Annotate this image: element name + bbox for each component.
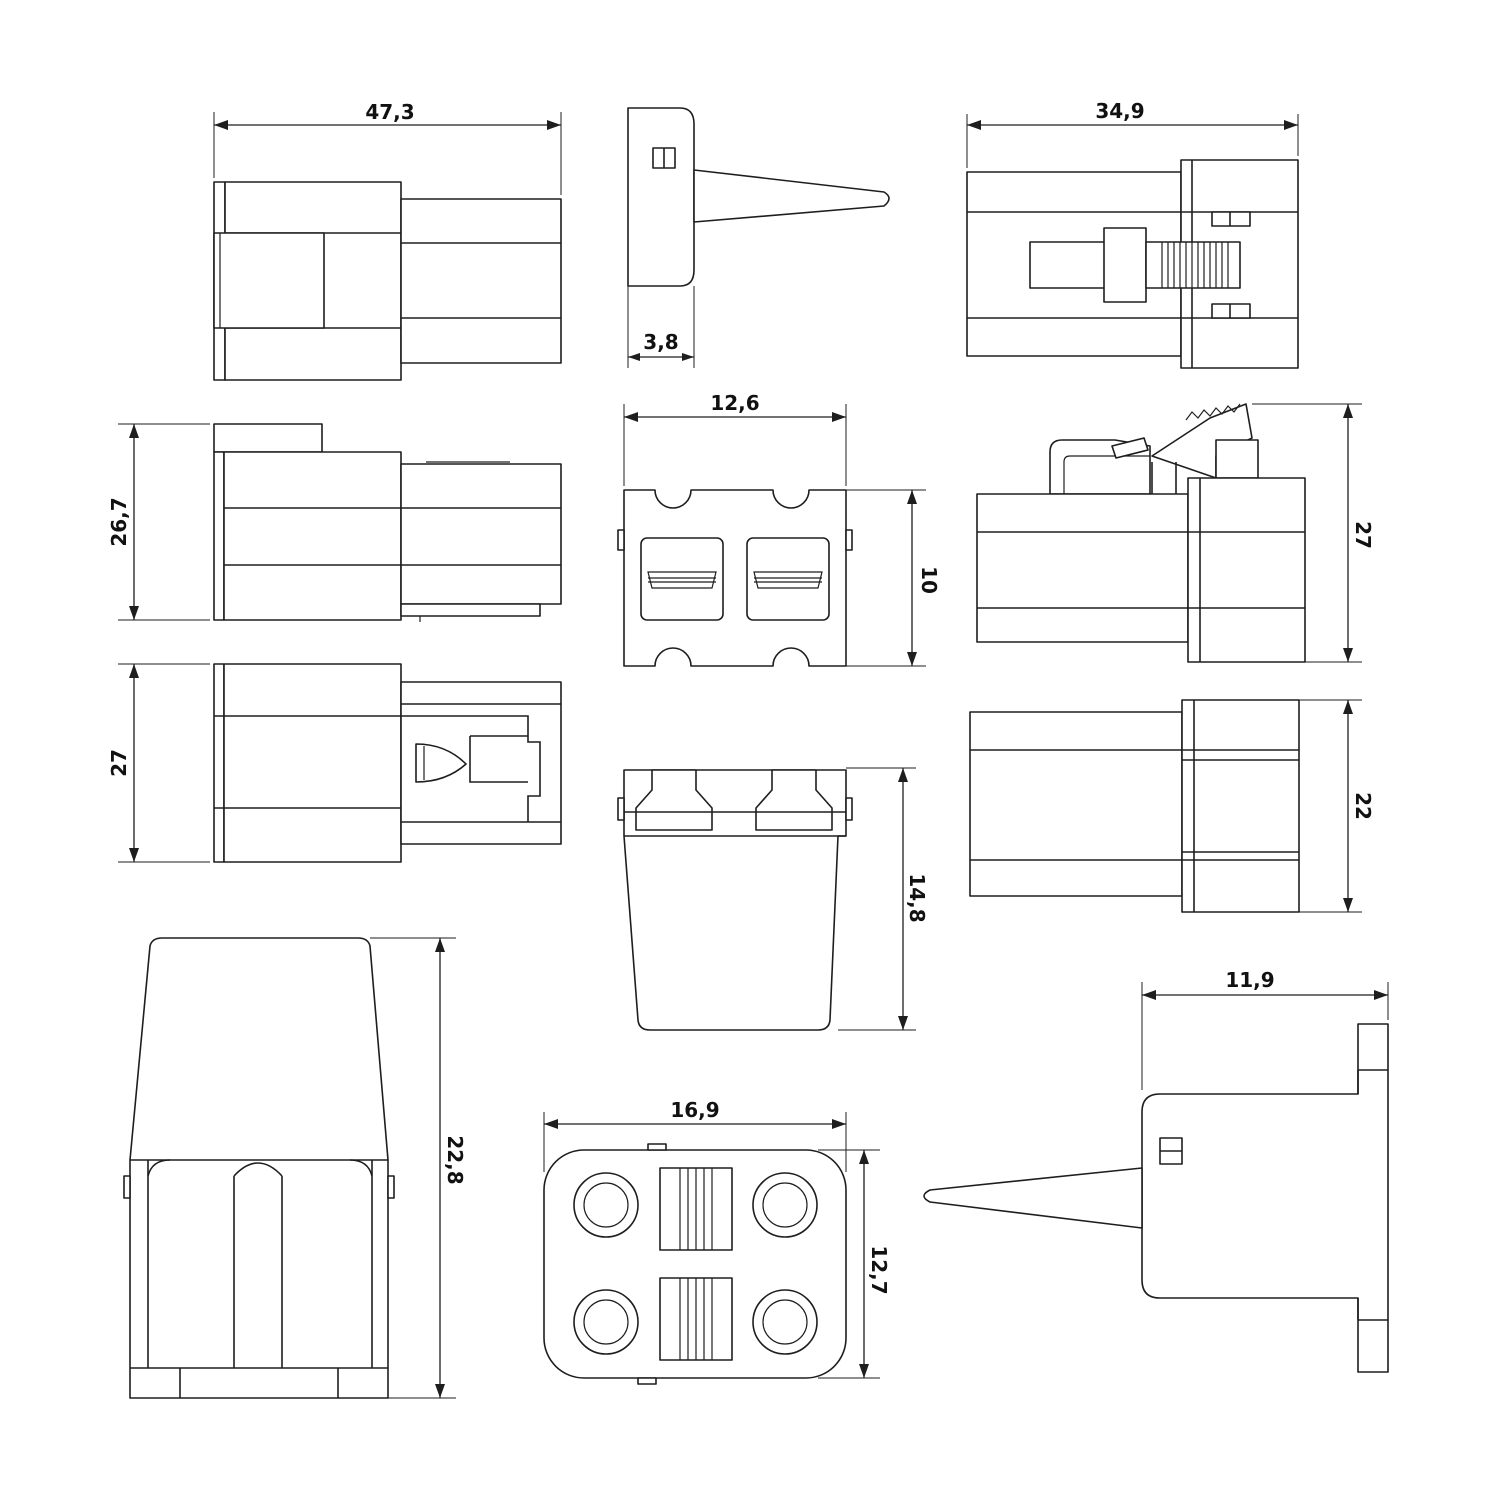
dim-bottom-right-width: 11,9: [1141, 968, 1389, 1090]
dim-bottom-center-width: 16,9: [543, 1098, 847, 1172]
dim-mid-left-height: 26,7: [107, 423, 210, 621]
view-edge-top-middle: [627, 107, 890, 287]
dim-label-27-right: 27: [1351, 521, 1375, 549]
dim-label-14-8: 14,8: [905, 873, 929, 922]
dim-mid-right-height: 27: [1252, 403, 1375, 663]
dim-bottom-left-height: 22,8: [370, 937, 467, 1399]
latch-ribs: [1161, 242, 1229, 288]
dim-label-11-9: 11,9: [1225, 968, 1274, 992]
view-lower-right: [969, 699, 1300, 913]
dim-label-47-3: 47,3: [365, 100, 414, 124]
view-side-mid-right: [976, 403, 1306, 663]
dim-center-width: 12,6: [623, 391, 847, 486]
view-edge-bottom-right: [923, 1023, 1389, 1373]
dim-label-27-left: 27: [107, 749, 131, 777]
dim-center-height: 10: [846, 489, 941, 667]
dim-label-12-7: 12,7: [867, 1245, 891, 1294]
dim-bottom-center-height: 12,7: [818, 1149, 891, 1379]
view-lower-left: [213, 663, 562, 863]
dim-top-middle-thickness: 3,8: [627, 286, 695, 368]
contact-hole: [752, 1289, 818, 1355]
contact-hole: [573, 1172, 639, 1238]
view-front-center: [617, 489, 853, 667]
view-top-right: [966, 159, 1299, 369]
dim-label-16-9: 16,9: [670, 1098, 719, 1122]
dim-label-22-8: 22,8: [443, 1135, 467, 1184]
contact-hole: [573, 1289, 639, 1355]
dim-lower-left-height: 27: [107, 663, 210, 863]
view-lower-center: [617, 769, 853, 1031]
dim-lower-right-height: 22: [1299, 699, 1375, 913]
view-side-mid-left: [213, 423, 562, 622]
dim-label-34-9: 34,9: [1095, 99, 1144, 123]
dim-top-right-width: 34,9: [966, 99, 1299, 168]
dim-label-10: 10: [917, 566, 941, 594]
dim-top-left-width: 47,3: [213, 100, 562, 195]
dim-label-22: 22: [1351, 792, 1375, 820]
dim-lower-center-height: 14,8: [838, 767, 929, 1031]
contact-hole: [752, 1172, 818, 1238]
view-bottom-left: [123, 937, 395, 1399]
view-face-bottom-center: [543, 1143, 847, 1385]
dim-label-12-6: 12,6: [710, 391, 759, 415]
view-side-top-left: [213, 181, 562, 381]
dim-label-3-8: 3,8: [643, 330, 678, 354]
dim-label-26-7: 26,7: [107, 497, 131, 546]
